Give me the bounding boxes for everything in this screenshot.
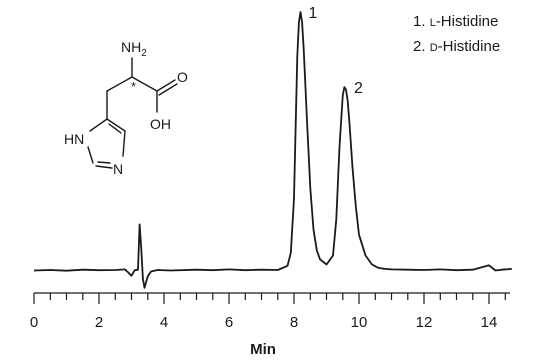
- ring-nh-label: HN: [64, 131, 84, 147]
- histidine-structure: NH2 O OH HN N *: [64, 39, 188, 177]
- x-tick-label: 4: [160, 314, 168, 331]
- ring-bond-4: [95, 165, 113, 169]
- chiral-mark: *: [131, 79, 136, 94]
- x-axis-title: Min: [250, 341, 276, 358]
- ring-bond-1: [89, 118, 108, 132]
- ring-bond-2: [106, 118, 126, 132]
- x-tick-label: 8: [290, 314, 298, 331]
- oh-label: OH: [150, 116, 171, 132]
- ring-n-label: N: [113, 161, 123, 177]
- x-tick-label: 10: [351, 314, 368, 331]
- legend-item-2: 2. D-Histidine: [413, 38, 500, 55]
- ring-bond-5: [87, 146, 94, 164]
- bond-c-o-2: [158, 83, 178, 96]
- nh2-label: NH2: [121, 39, 147, 59]
- ring-bond-3: [122, 130, 126, 157]
- bond-c-o-1: [156, 79, 176, 92]
- legend: 1. L-Histidine 2. D-Histidine: [413, 13, 500, 55]
- chromatogram-trace: [33, 11, 512, 289]
- peak-label-2: 2: [354, 80, 363, 97]
- peak-label-1: 1: [309, 5, 318, 22]
- x-tick-label: 6: [225, 314, 233, 331]
- x-tick-label: 14: [481, 314, 498, 331]
- peak-labels: 12: [309, 5, 364, 97]
- x-axis-tick-labels: 0 2 4 6 8 10 12 14: [30, 314, 498, 331]
- carbonyl-o-label: O: [177, 69, 188, 85]
- ring-bond-2b: [108, 123, 122, 134]
- x-tick-label: 2: [95, 314, 103, 331]
- bond-ca-cb: [106, 76, 133, 92]
- x-tick-label: 12: [416, 314, 433, 331]
- bond-ca-c: [131, 76, 158, 92]
- legend-item-1: 1. L-Histidine: [413, 13, 498, 30]
- x-axis-ticks: [33, 293, 506, 304]
- x-tick-label: 0: [30, 314, 38, 331]
- ring-bond-4b: [97, 161, 111, 164]
